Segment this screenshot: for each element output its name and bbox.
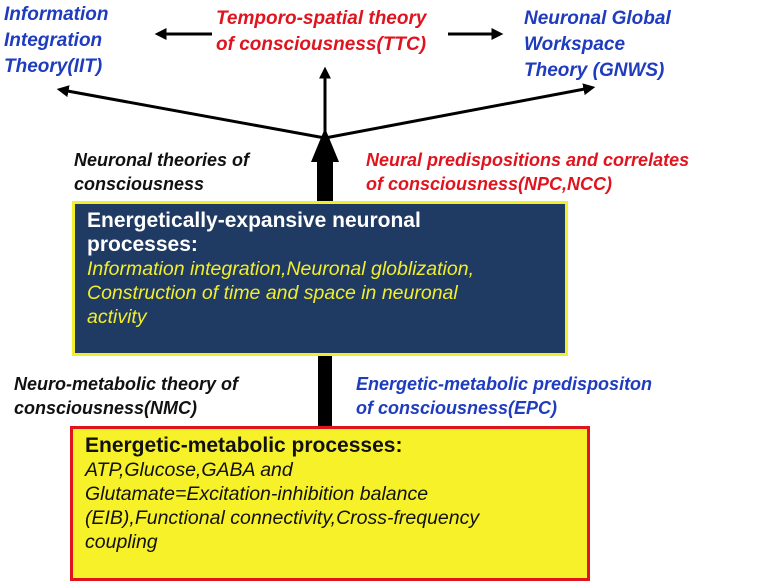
metabolic-box-body: ATP,Glucose,GABA and Glutamate=Excitatio… [85,458,575,554]
upper-trunk [317,160,333,203]
iit-line-1: Information [4,4,109,25]
epc-line-2: of consciousness(EPC) [356,398,558,418]
neuronal-body-line-3: activity [87,306,147,328]
npc-ncc-line-1: Neural predispositions and correlates [366,150,690,170]
neuronal-box-title: Energetically-expansive neuronal process… [87,209,553,257]
neuronal-box-body: Information integration,Neuronal globliz… [87,257,553,329]
arrow-to-gnws [324,83,596,140]
npc-ncc-label: Neural predispositions and correlates of… [366,148,689,196]
npc-ncc-line-2: of consciousness(NPC,NCC) [366,174,613,194]
neuronal-theories-label: Neuronal theories of consciousness [74,148,249,196]
nmc-line-1: Neuro-metabolic theory of [14,374,239,394]
metabolic-body-line-2: Glutamate=Excitation-inhibition balance [85,483,429,505]
neuronal-title-line-2: processes: [87,233,198,256]
gnws-line-1: Neuronal Global [524,8,671,29]
metabolic-box-title: Energetic-metabolic processes: [85,434,575,458]
metabolic-body-line-3: (EIB),Functional connectivity,Cross-freq… [85,507,480,529]
nmc-label: Neuro-metabolic theory of consciousness(… [14,372,238,420]
metabolic-processes-box: Energetic-metabolic processes: ATP,Gluco… [70,426,590,581]
arrow-to-iit [56,85,326,140]
nmc-line-2: consciousness(NMC) [14,398,198,418]
epc-line-1: Energetic-metabolic predispositon [356,374,653,394]
metabolic-body-line-4: coupling [85,531,158,553]
epc-label: Energetic-metabolic predispositon of con… [356,372,652,420]
neuronal-theories-line-2: consciousness [74,174,205,194]
neuronal-body-line-1: Information integration,Neuronal globliz… [87,258,474,280]
upper-trunk-arrowhead [311,128,339,162]
gnws-line-3: Theory (GNWS) [524,60,665,81]
neuronal-body-line-2: Construction of time and space in neuron… [87,282,458,304]
ttc-label: Temporo-spatial theory of consciousness(… [216,6,426,58]
metabolic-body-line-1: ATP,Glucose,GABA and [85,459,293,481]
gnws-label: Neuronal Global Workspace Theory (GNWS) [524,6,671,84]
gnws-line-2: Workspace [524,34,626,55]
iit-label: Information Integration Theory(IIT) [4,2,109,80]
ttc-line-1: Temporo-spatial theory [216,8,427,29]
iit-line-2: Integration [4,30,103,51]
metabolic-title-line: Energetic-metabolic processes: [85,434,403,457]
neuronal-title-line-1: Energetically-expansive neuronal [87,209,421,232]
neuronal-theories-line-1: Neuronal theories of [74,150,250,170]
iit-line-3: Theory(IIT) [4,56,103,77]
ttc-line-2: of consciousness(TTC) [216,34,427,55]
lower-trunk [318,356,332,428]
neuronal-processes-box: Energetically-expansive neuronal process… [72,201,568,356]
